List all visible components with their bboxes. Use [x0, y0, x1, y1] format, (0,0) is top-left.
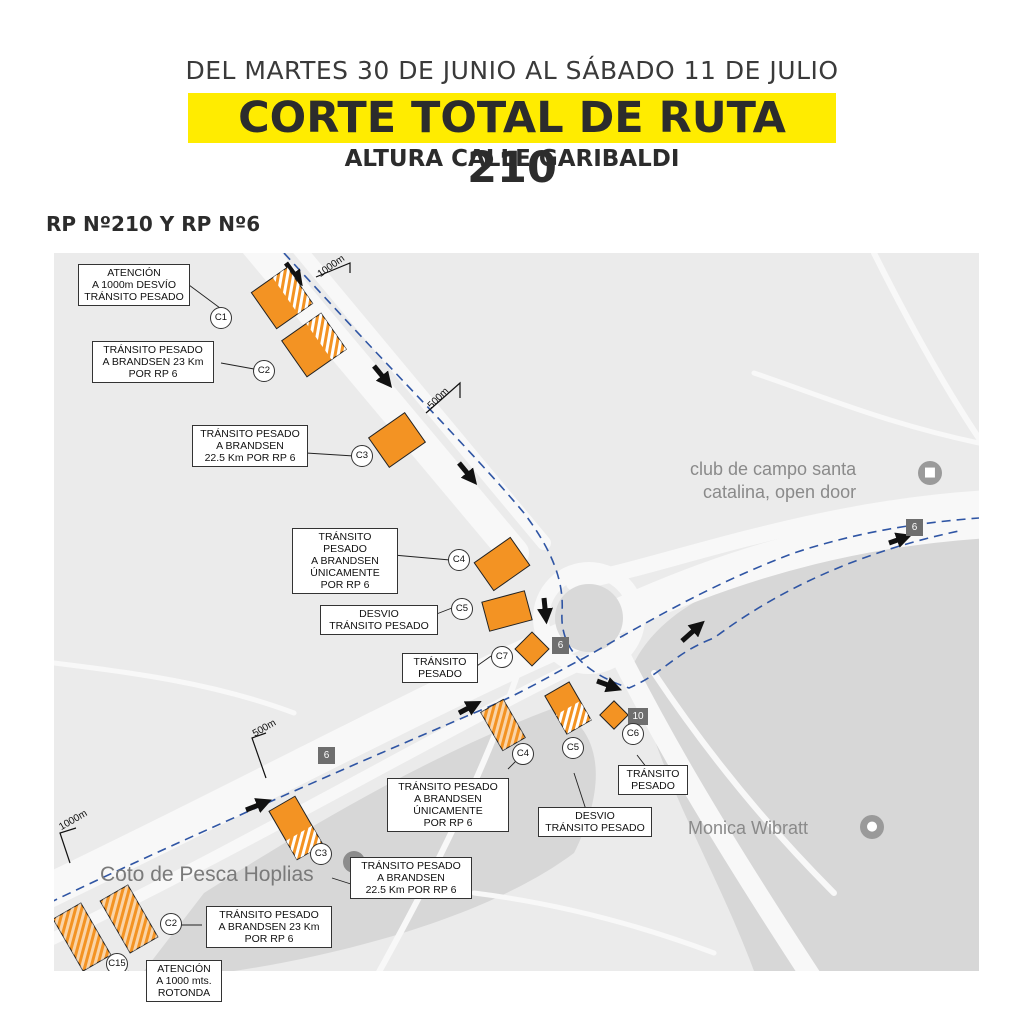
sign-c1 [250, 266, 314, 330]
code-c2-south: C2 [160, 913, 182, 935]
dist-marker-500m-west [251, 732, 267, 779]
sign-c7 [514, 631, 550, 667]
code-c3-north: C3 [351, 445, 373, 467]
restaurant-icon: ● [860, 815, 884, 839]
arrow-3 [457, 461, 478, 485]
route-6-shield-center: 6 [552, 637, 569, 654]
route-10-shield: 10 [628, 708, 648, 725]
label-c15: ATENCIÓN A 1000 mts. ROTONDA [146, 960, 222, 1002]
sign-c4-south [480, 698, 526, 752]
arrow-8 [457, 701, 482, 716]
poi-club-line1: club de campo santa [690, 459, 857, 479]
arrow-2 [372, 364, 393, 388]
poi-coto-de-pesca-hoplias[interactable]: Coto de Pesca Hoplias [100, 863, 314, 886]
code-c15: C15 [106, 953, 128, 971]
leader-c1 [188, 284, 225, 312]
sign-c5-north [481, 590, 533, 632]
label-c7: TRÁNSITO PESADO [402, 653, 478, 683]
code-c1: C1 [210, 307, 232, 329]
arrow-9 [245, 798, 272, 813]
leader-c3-north [305, 452, 355, 457]
road-minor-b [651, 670, 837, 896]
sign-c6 [599, 700, 629, 730]
code-c5-north: C5 [451, 598, 473, 620]
lake-south [144, 708, 596, 971]
road-minor-f [471, 890, 717, 956]
arrow-5 [596, 677, 623, 693]
road-minor-e [751, 370, 979, 446]
map-area[interactable]: club de campo santa catalina, open door … [54, 253, 979, 971]
code-c7: C7 [491, 646, 513, 668]
arrow-4 [537, 597, 554, 625]
dist-marker-1000m-west [59, 827, 77, 864]
sign-c2-south [99, 884, 159, 954]
sign-c3-north [367, 411, 427, 469]
code-c3-south: C3 [310, 843, 332, 865]
road-minor-d [54, 660, 297, 716]
code-c2-north: C2 [253, 360, 275, 382]
sign-c5-south [544, 681, 592, 735]
date-range: DEL MARTES 30 DE JUNIO AL SÁBADO 11 DE J… [185, 56, 839, 85]
page-title: CORTE TOTAL DE RUTA 210 [238, 93, 786, 193]
title-highlight [188, 93, 836, 143]
label-c2-south: TRÁNSITO PESADO A BRANDSEN 23 Km POR RP … [206, 906, 332, 948]
label-c1: ATENCIÓN A 1000m DESVÍO TRÁNSITO PESADO [78, 264, 190, 306]
poi-club-santa-catalina[interactable]: club de campo santa catalina, open door [690, 458, 856, 504]
leader-c2-north [220, 362, 255, 370]
label-c2-north: TRÁNSITO PESADO A BRANDSEN 23 Km POR RP … [92, 341, 214, 383]
label-c3-south: TRÁNSITO PESADO A BRANDSEN 22.5 Km POR R… [350, 857, 472, 899]
code-c5-south: C5 [562, 737, 584, 759]
label-c4-north: TRÁNSITO PESADO A BRANDSEN ÚNICAMENTE PO… [292, 528, 398, 594]
label-c5-north: DESVIO TRÁNSITO PESADO [320, 605, 438, 635]
subtitle: ALTURA CALLE GARIBALDI [344, 146, 680, 172]
poi-club-line2: catalina, open door [702, 482, 857, 502]
arrow-7 [888, 532, 913, 548]
road-210-north-b [293, 253, 551, 550]
sign-c2-north [281, 312, 347, 378]
hotel-icon: ■ [918, 461, 942, 485]
route-6-shield-west: 6 [318, 747, 335, 764]
label-c4-south: TRÁNSITO PESADO A BRANDSEN ÚNICAMENTE PO… [387, 778, 509, 832]
code-c4-north: C4 [448, 549, 470, 571]
arrow-6 [680, 620, 705, 643]
label-c5-south: DESVIO TRÁNSITO PESADO [538, 807, 652, 837]
arrow-1 [283, 261, 303, 287]
code-c4-south: C4 [512, 743, 534, 765]
sign-c4-north [473, 536, 531, 592]
label-c3-north: TRÁNSITO PESADO A BRANDSEN 22.5 Km POR R… [192, 425, 308, 467]
detour-route [283, 253, 960, 689]
road-minor-c [871, 253, 979, 444]
dist-marker-500m-north [425, 381, 461, 414]
roundabout-island [555, 584, 623, 652]
lake-east [634, 531, 979, 971]
code-c6: C6 [622, 723, 644, 745]
sign-c15 [54, 902, 112, 971]
route-6-shield-east: 6 [906, 519, 923, 536]
poi-monica-wibratt[interactable]: Monica Wibratt [688, 818, 809, 838]
label-c6: TRÁNSITO PESADO [618, 765, 688, 795]
routes-heading: RP Nº210 Y RP Nº6 [46, 212, 261, 236]
dist-marker-1000m-north [315, 262, 351, 278]
